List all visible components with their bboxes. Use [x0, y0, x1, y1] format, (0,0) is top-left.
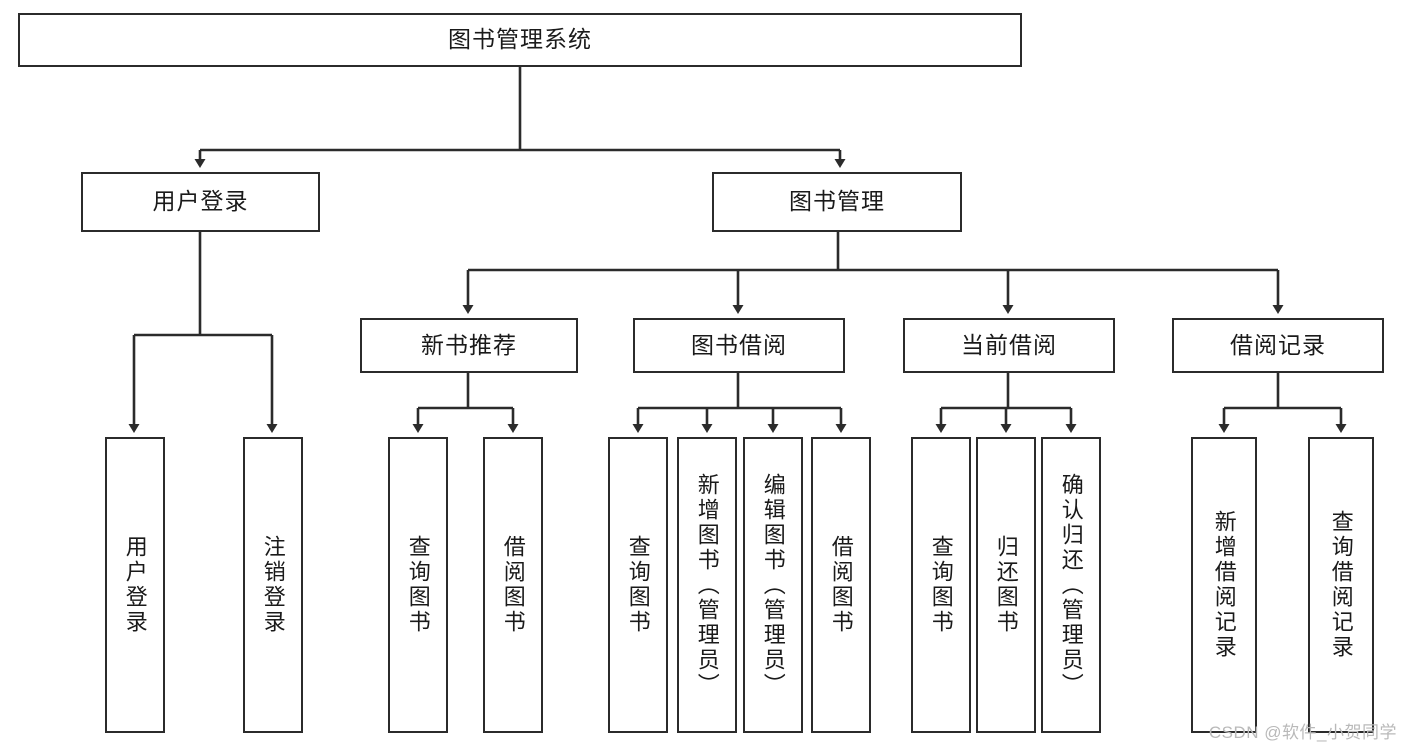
node-current-borrow-label: 当前借阅	[961, 331, 1057, 358]
node-book-borrow[interactable]: 图书借阅	[633, 318, 845, 373]
leaf-query-book-3[interactable]: 查询图书	[911, 437, 971, 733]
node-root[interactable]: 图书管理系统	[18, 13, 1022, 67]
leaf-query-book-1-label: 查询图书	[405, 535, 431, 635]
leaf-logout[interactable]: 注销登录	[243, 437, 303, 733]
node-user-login[interactable]: 用户登录	[81, 172, 320, 232]
leaf-confirm-return[interactable]: 确认归还（管理员）	[1041, 437, 1101, 733]
node-book-manage[interactable]: 图书管理	[712, 172, 962, 232]
leaf-return-book-label: 归还图书	[993, 535, 1019, 635]
leaf-borrow-book-2-label: 借阅图书	[828, 535, 854, 635]
node-new-book-recommend-label: 新书推荐	[421, 331, 517, 358]
leaf-query-record-label: 查询借阅记录	[1328, 510, 1354, 660]
leaf-query-book-1[interactable]: 查询图书	[388, 437, 448, 733]
leaf-logout-label: 注销登录	[260, 535, 286, 635]
watermark: CSDN @软件_小贺同学	[1208, 723, 1397, 742]
leaf-confirm-return-label: 确认归还（管理员）	[1058, 472, 1084, 698]
node-user-login-label: 用户登录	[152, 188, 249, 215]
node-borrow-record-label: 借阅记录	[1230, 331, 1326, 358]
leaf-edit-book[interactable]: 编辑图书（管理员）	[743, 437, 803, 733]
leaf-user-login[interactable]: 用户登录	[105, 437, 165, 733]
leaf-add-record[interactable]: 新增借阅记录	[1191, 437, 1257, 733]
leaf-borrow-book-2[interactable]: 借阅图书	[811, 437, 871, 733]
node-book-manage-label: 图书管理	[789, 188, 885, 215]
leaf-add-record-label: 新增借阅记录	[1211, 510, 1237, 660]
node-root-label: 图书管理系统	[448, 26, 592, 53]
node-borrow-record[interactable]: 借阅记录	[1172, 318, 1384, 373]
leaf-borrow-book-1[interactable]: 借阅图书	[483, 437, 543, 733]
leaf-query-record[interactable]: 查询借阅记录	[1308, 437, 1374, 733]
leaf-add-book[interactable]: 新增图书（管理员）	[677, 437, 737, 733]
leaf-edit-book-label: 编辑图书（管理员）	[760, 472, 786, 698]
leaf-query-book-2[interactable]: 查询图书	[608, 437, 668, 733]
leaf-add-book-label: 新增图书（管理员）	[694, 472, 720, 698]
node-book-borrow-label: 图书借阅	[691, 331, 787, 358]
leaf-query-book-2-label: 查询图书	[625, 535, 651, 635]
node-new-book-recommend[interactable]: 新书推荐	[360, 318, 578, 373]
leaf-return-book[interactable]: 归还图书	[976, 437, 1036, 733]
leaf-borrow-book-1-label: 借阅图书	[500, 535, 526, 635]
leaf-query-book-3-label: 查询图书	[928, 535, 954, 635]
node-current-borrow[interactable]: 当前借阅	[903, 318, 1115, 373]
leaf-user-login-label: 用户登录	[122, 535, 148, 635]
